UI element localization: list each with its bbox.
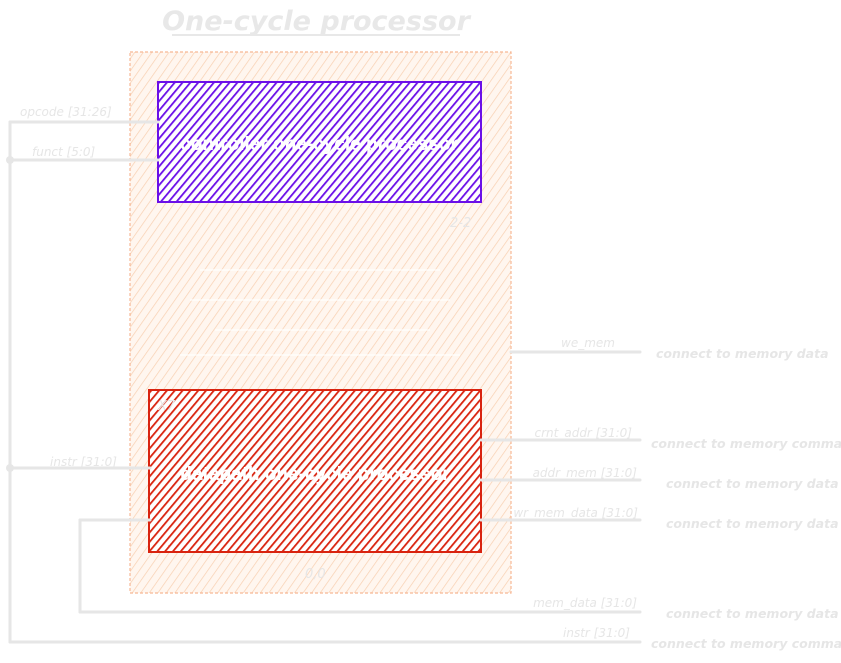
diagram-title: One-cycle processor [162,6,471,37]
connect-note-crnt-addr: connect to memory command [651,436,841,451]
signal-opcode: opcode [31:26] [20,105,112,119]
faint-sketch-marks [180,269,460,356]
connect-note-mem-data: connect to memory data [666,606,839,621]
left-wires [6,120,160,644]
controller-box[interactable] [157,81,482,203]
connect-note-instr: connect to memory command [651,636,841,651]
datapath-box[interactable] [148,389,482,553]
signal-addr-mem: addr_mem [31:0] [533,466,638,480]
signal-crnt-addr: crnt_addr [31:0] [535,426,633,440]
signal-instr-out: instr [31:0] [563,626,630,640]
signal-funct: funct [5:0] [32,145,96,159]
datapath-tag-bottom: 0,0 [305,567,326,582]
connect-note-addr-mem: connect to memory data [666,476,839,491]
controller-label: controller one-cycle processor [180,134,458,155]
connect-note-we-mem: connect to memory data [656,346,829,361]
signal-mem-data: mem_data [31:0] [533,596,637,610]
signal-instr-in: instr [31:0] [50,455,117,469]
controller-tag: 2-2 [450,216,471,231]
signal-we-mem: we_mem [561,336,615,350]
signal-wr-mem-data: wr_mem_data [31:0] [513,506,638,520]
datapath-tag-top: X7 [157,399,176,414]
datapath-label: datapath one-cycle processor [180,464,450,485]
connect-note-wr-mem-data: connect to memory data [666,516,839,531]
right-wires [8,350,642,644]
